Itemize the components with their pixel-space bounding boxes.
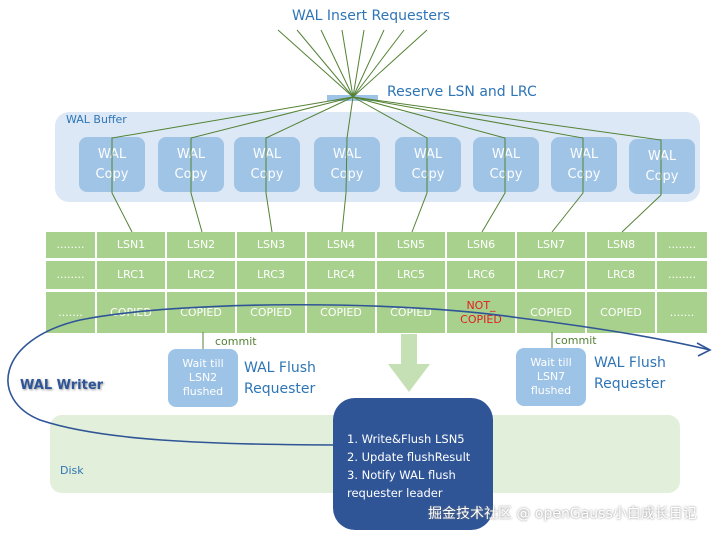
wal-copy-text: Copy: [567, 166, 601, 182]
grid-cell: COPIED: [237, 292, 307, 333]
wal-copy-text: WAL: [491, 146, 521, 162]
commit-label-1: commit: [215, 335, 257, 348]
writer-step: 2. Update flushResult: [347, 450, 471, 464]
wal-writer-label: WAL Writer: [20, 378, 104, 393]
lsn-row: ........ LSN1 LSN2 LSN3 LSN4 LSN5 LSN6 L…: [46, 232, 707, 258]
status-row: ....... COPIED COPIED COPIED COPIED COPI…: [46, 291, 707, 333]
grid-cell: LRC6: [447, 261, 517, 289]
wal-copy-text: Copy: [330, 166, 364, 182]
wait-text: flushed: [182, 385, 224, 398]
wait-box-lsn2: Wait till LSN2 flushed: [168, 349, 238, 407]
commit-label-2: commit: [555, 334, 597, 347]
watermark: 掘金技术社区 @ openGauss小白成长日记: [428, 506, 697, 522]
grid-cell: LRC4: [307, 261, 377, 289]
wait-text: LSN7: [536, 370, 566, 383]
grid-cell: COPIED: [307, 292, 377, 333]
wal-copy-text: Copy: [645, 168, 679, 184]
writer-step: 3. Notify WAL flush: [347, 468, 456, 482]
grid-cell: .......: [46, 292, 97, 333]
flush-requester-text: WAL Flush: [244, 360, 316, 376]
flush-requester-text: Requester: [244, 381, 316, 397]
grid-cell: LSN3: [237, 232, 307, 258]
flush-requester-text: Requester: [594, 376, 666, 392]
wal-copy-text: WAL: [413, 146, 443, 162]
insert-fan-lines: [277, 29, 428, 98]
grid-cell: LRC5: [377, 261, 447, 289]
grid-cell: LSN2: [167, 232, 237, 258]
grid-cell: LSN6: [447, 232, 517, 258]
flush-down-arrow-icon: [388, 334, 430, 392]
grid-cell: LSN1: [97, 232, 167, 258]
wait-text: Wait till: [182, 357, 224, 370]
wal-copy-7: WAL Copy: [551, 137, 617, 192]
grid-cell: LRC1: [97, 261, 167, 289]
wal-writer-steps-box: 1. Write&Flush LSN5 2. Update flushResul…: [333, 398, 493, 530]
wait-text: LSN2: [188, 371, 218, 384]
wait-text: flushed: [530, 384, 572, 397]
reserve-label: Reserve LSN and LRC: [387, 84, 537, 100]
grid-cell: LRC8: [587, 261, 657, 289]
wal-copy-text: WAL: [252, 146, 282, 162]
wait-box-lsn7: Wait till LSN7 flushed: [516, 348, 586, 406]
grid-cell: .......: [657, 292, 707, 333]
grid-cell: LRC7: [517, 261, 587, 289]
grid-cell: LSN4: [307, 232, 377, 258]
wal-copy-8: WAL Copy: [629, 139, 695, 194]
wal-buffer-label: WAL Buffer: [66, 113, 127, 126]
grid-cell: LRC3: [237, 261, 307, 289]
disk-label: Disk: [60, 464, 84, 477]
wal-copy-text: Copy: [411, 166, 445, 182]
grid-cell: LSN5: [377, 232, 447, 258]
grid-cell: LSN8: [587, 232, 657, 258]
grid-cell: COPIED: [377, 292, 447, 333]
wal-copy-text: WAL: [647, 148, 677, 164]
wait-text: Wait till: [530, 356, 572, 369]
wal-copy-5: WAL Copy: [395, 137, 461, 192]
wal-copy-6: WAL Copy: [473, 137, 539, 192]
grid-cell: COPIED: [587, 292, 657, 333]
arrowhead-icon: [696, 342, 712, 357]
grid-cell: LRC2: [167, 261, 237, 289]
copy-to-lsn-lines: [111, 96, 662, 233]
wal-copy-text: Copy: [250, 166, 284, 182]
grid-cell: ........: [46, 232, 97, 258]
grid-cell: ........: [657, 232, 707, 258]
wal-copy-3: WAL Copy: [234, 137, 300, 192]
writer-step: requester leader: [347, 486, 443, 500]
flush-requester-label-2: WAL Flush Requester: [594, 353, 666, 395]
flush-requester-label-1: WAL Flush Requester: [244, 358, 316, 400]
grid-cell: LSN7: [517, 232, 587, 258]
wal-writer-loop-arrow: [7, 303, 711, 446]
lrc-row: ........ LRC1 LRC2 LRC3 LRC4 LRC5 LRC6 L…: [46, 261, 707, 289]
flush-requester-text: WAL Flush: [594, 355, 666, 371]
writer-step: 1. Write&Flush LSN5: [347, 432, 465, 446]
grid-cell: COPIED: [167, 292, 237, 333]
grid-cell: ........: [657, 261, 707, 289]
grid-cell: ........: [46, 261, 97, 289]
wal-copy-text: Copy: [489, 166, 523, 182]
insert-requesters-label: WAL Insert Requesters: [292, 8, 451, 24]
wal-copy-text: WAL: [569, 146, 599, 162]
